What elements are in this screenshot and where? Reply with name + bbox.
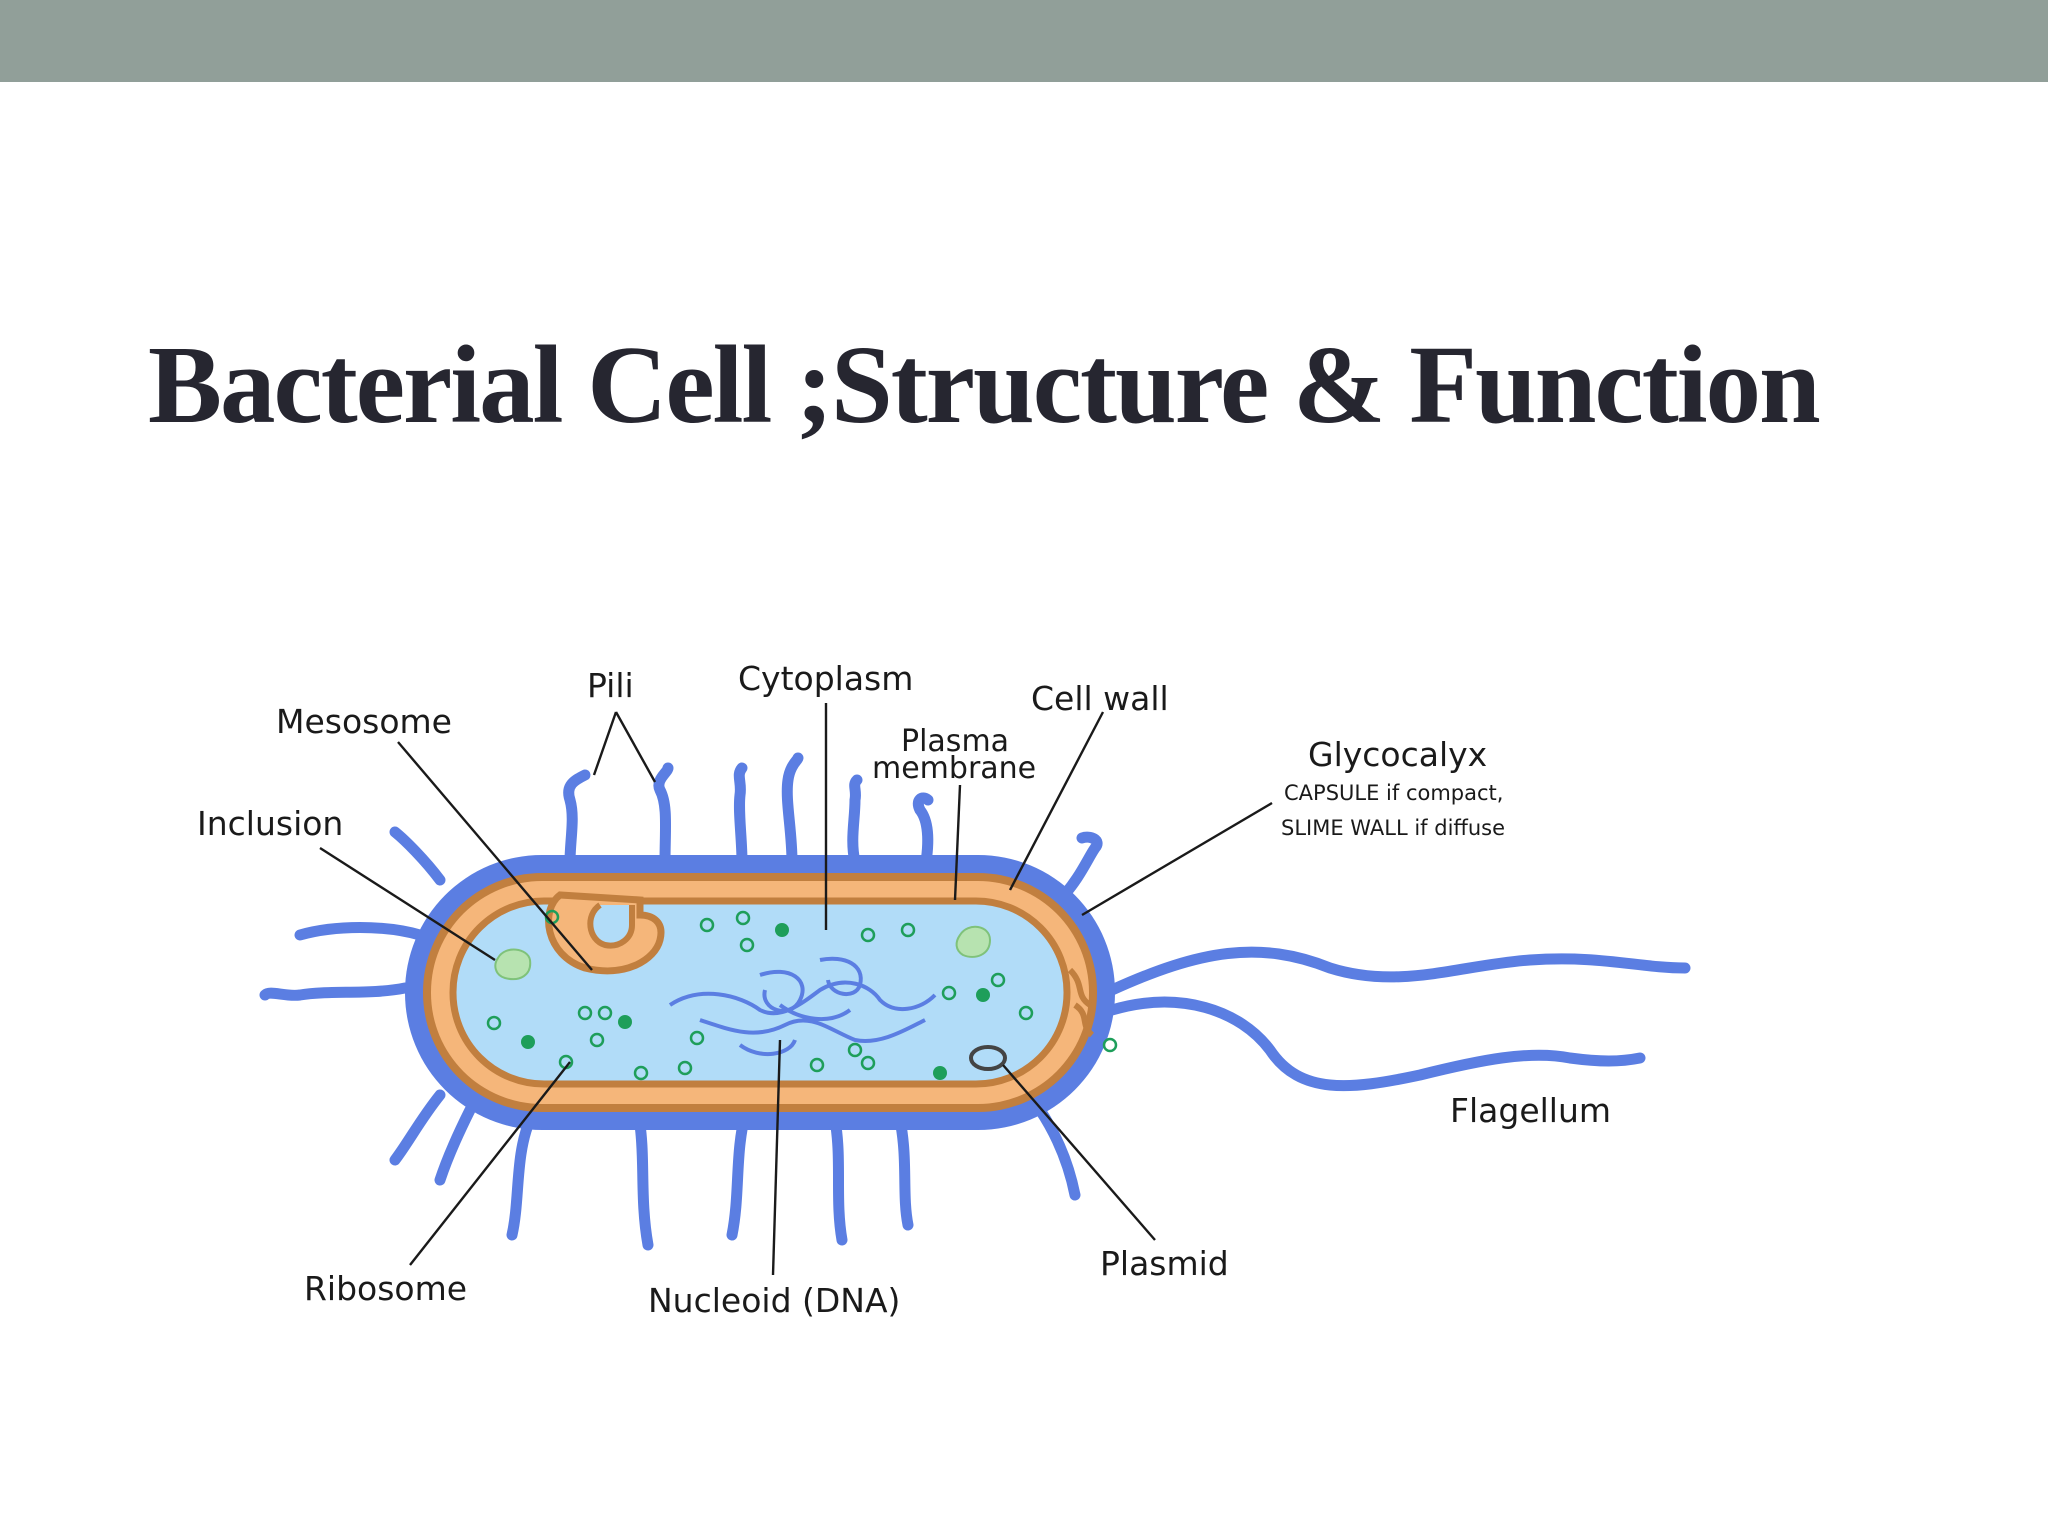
pili xyxy=(259,752,1081,1251)
plasmid xyxy=(969,1045,1007,1071)
flagella xyxy=(1054,831,1691,1092)
cell-body xyxy=(405,855,1115,1130)
label-ribosome: Ribosome xyxy=(304,1269,467,1308)
label-plasma-membrane-line2: membrane xyxy=(872,751,1036,786)
label-inclusion: Inclusion xyxy=(197,804,343,843)
label-plasma-membrane-line1: Plasma xyxy=(901,724,1009,759)
label-glycocalyx: Glycocalyx xyxy=(1308,735,1487,774)
label-cell-wall: Cell wall xyxy=(1031,679,1169,718)
label-mesosome: Mesosome xyxy=(276,702,452,741)
inclusions xyxy=(494,925,992,980)
header-band xyxy=(0,0,2048,82)
label-flagellum: Flagellum xyxy=(1450,1091,1611,1130)
label-nucleoid: Nucleoid (DNA) xyxy=(648,1281,900,1320)
leader-lines xyxy=(319,703,1273,1276)
diagram-labels: Pili Cytoplasm Cell wall Mesosome Plasma… xyxy=(197,659,1611,1320)
label-glycocalyx-note2: SLIME WALL if diffuse xyxy=(1281,816,1505,840)
label-glycocalyx-note1: CAPSULE if compact, xyxy=(1284,781,1503,805)
ribosome-rings xyxy=(486,909,1118,1081)
nucleoid xyxy=(668,956,937,1057)
label-plasmid: Plasmid xyxy=(1100,1244,1229,1283)
label-pili: Pili xyxy=(587,666,634,705)
label-cytoplasm: Cytoplasm xyxy=(738,659,913,698)
slide-title: Bacterial Cell ;Structure & Function xyxy=(148,324,1821,447)
ribosomes xyxy=(521,923,990,1080)
